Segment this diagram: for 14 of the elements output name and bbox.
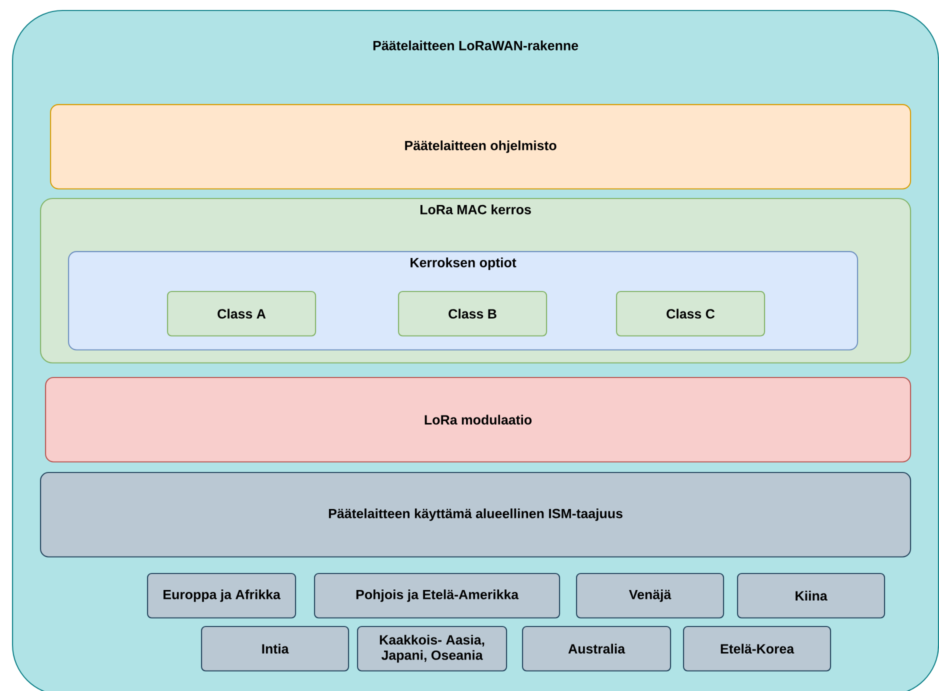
region-box: Intia — [201, 626, 350, 672]
region-box: Pohjois ja Etelä-Amerikka — [314, 573, 560, 618]
layer-box: LoRa modulaatio — [45, 377, 912, 462]
region-box: Australia — [522, 626, 672, 672]
layer-box: Päätelaitteen käyttämä alueellinen ISM-taajuus — [40, 472, 912, 558]
class-box: Class B — [398, 291, 548, 336]
layer-box: Päätelaitteen ohjelmisto — [50, 104, 912, 190]
region-box: Venäjä — [576, 573, 724, 618]
region-box: Kiina — [737, 573, 886, 618]
class-box: Class C — [616, 291, 766, 336]
region-box: Europpa ja Afrikka — [147, 573, 296, 618]
class-box: Class A — [167, 291, 316, 336]
region-box: Etelä-Korea — [683, 626, 832, 672]
region-box: Kaakkois- Aasia, Japani, Oseania — [357, 626, 508, 672]
